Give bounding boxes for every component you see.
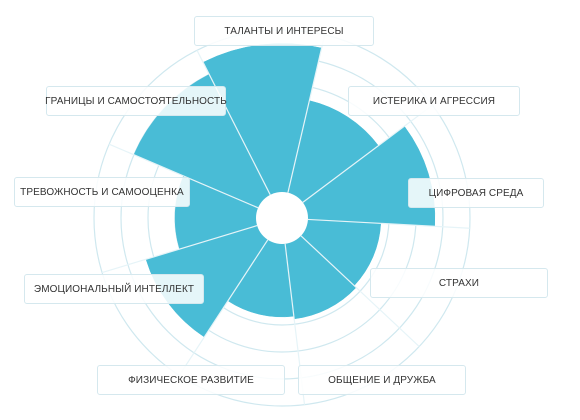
category-label-talents: ТАЛАНТЫ И ИНТЕРЕСЫ	[194, 16, 374, 46]
category-label-emotional-intelligence: ЭМОЦИОНАЛЬНЫЙ ИНТЕЛЛЕКТ	[24, 274, 204, 304]
spokes-layer	[101, 34, 470, 405]
spoke-line	[307, 218, 470, 229]
spoke-line	[300, 235, 420, 347]
category-label-physical-development: ФИЗИЧЕСКОЕ РАЗВИТИЕ	[97, 365, 285, 395]
spoke-line	[287, 34, 326, 193]
spoke-line	[101, 224, 258, 274]
sector-bar	[281, 217, 382, 286]
sector-bar	[281, 100, 379, 219]
category-label-fears: СТРАХИ	[370, 268, 548, 298]
category-label-boundaries-independence: ГРАНИЦЫ И САМОСТОЯТЕЛЬНОСТЬ	[45, 86, 227, 116]
center-hole	[256, 192, 308, 244]
category-label-communication-friendship: ОБЩЕНИЕ И ДРУЖБА	[298, 365, 466, 395]
sector-bar	[281, 125, 436, 227]
spoke-line	[302, 104, 433, 203]
spoke-line	[178, 239, 269, 376]
spoke-line	[196, 50, 271, 196]
spoke-line	[108, 143, 259, 209]
category-label-hysteria-aggression: ИСТЕРИКА И АГРЕССИЯ	[348, 86, 520, 116]
category-label-anxiety-self-esteem: ТРЕВОЖНОСТЬ И САМООЦЕНКА	[14, 177, 190, 207]
sector-bar	[281, 217, 357, 320]
category-label-digital-environment: ЦИФРОВАЯ СРЕДА	[408, 178, 544, 208]
